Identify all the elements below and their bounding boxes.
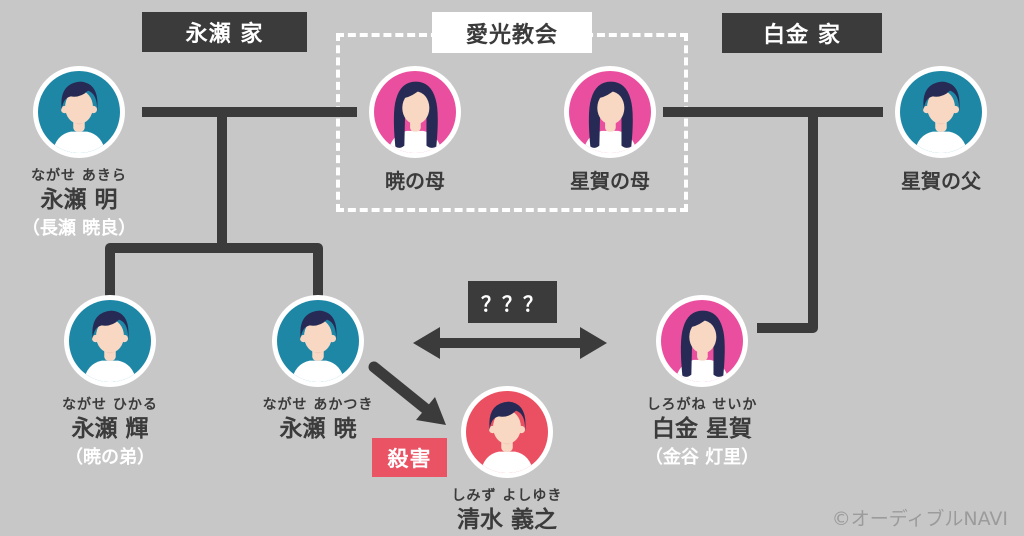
mutual-arrow-left-head-icon <box>413 327 440 359</box>
person-alias: （金谷 灯里） <box>644 447 760 469</box>
nagase-family-header: 永瀬 家 <box>142 12 307 52</box>
murder-label: 殺害 <box>387 446 432 471</box>
female-avatar-icon <box>564 66 656 158</box>
person-name: 永瀬 輝 <box>71 415 149 442</box>
male-avatar-icon <box>895 66 987 158</box>
male-avatar-icon <box>33 66 125 158</box>
person-alias: （暁の弟） <box>65 447 155 469</box>
female-avatar-icon <box>369 66 461 158</box>
person-name: 永瀬 暁 <box>279 415 357 442</box>
murder-arrow-shaft <box>368 361 432 415</box>
shirogane-family-header: 白金 家 <box>722 13 882 53</box>
person-akatsuki-mother: 暁の母 <box>305 66 525 193</box>
murder-arrow-head-icon <box>416 397 446 425</box>
person-furigana: ながせ あかつき <box>262 397 374 413</box>
murder-box: 殺害 <box>372 438 447 477</box>
person-name: 清水 義之 <box>456 506 557 533</box>
person-nagase-akira: ながせ あきら 永瀬 明 （長瀬 暁良） <box>0 66 189 241</box>
person-furigana: ながせ ひかる <box>62 397 158 413</box>
unknown-relation-box: ？？？ <box>468 281 557 323</box>
person-nagase-akatsuki: ながせ あかつき 永瀬 暁 <box>208 295 428 443</box>
person-seika-mother: 星賀の母 <box>500 66 720 193</box>
person-shimizu-yoshiyuki: しみず よしゆき 清水 義之 <box>397 386 617 534</box>
person-name: 星賀の父 <box>901 169 981 193</box>
nagase-family-label: 永瀬 家 <box>185 22 264 47</box>
watermark-credit: ©オーディブルNAVI <box>831 508 1008 530</box>
person-name: 永瀬 明 <box>40 186 118 213</box>
person-nagase-hikaru: ながせ ひかる 永瀬 輝 （暁の弟） <box>0 295 220 470</box>
unknown-relation-label: ？？？ <box>481 291 544 316</box>
person-seika-father: 星賀の父 <box>831 66 1024 193</box>
person-furigana: しみず よしゆき <box>451 488 563 504</box>
male-avatar-icon <box>461 386 553 478</box>
aiko-church-label: 愛光教会 <box>465 22 558 48</box>
person-shirogane-seika: しろがね せいか 白金 星賀 （金谷 灯里） <box>592 295 812 470</box>
mutual-arrow-right-head-icon <box>580 327 607 359</box>
aiko-church-header: 愛光教会 <box>432 12 592 53</box>
person-furigana: しろがね せいか <box>646 397 758 413</box>
male-avatar-icon <box>64 295 156 387</box>
male-avatar-icon <box>272 295 364 387</box>
person-name: 星賀の母 <box>570 169 650 193</box>
person-name: 暁の母 <box>385 169 445 193</box>
person-name: 白金 星賀 <box>651 415 752 442</box>
person-alias: （長瀬 暁良） <box>21 218 137 240</box>
child-line-shirogane <box>757 112 818 333</box>
shirogane-family-label: 白金 家 <box>763 23 841 48</box>
children-branch-nagase <box>105 243 323 296</box>
person-furigana: ながせ あきら <box>31 168 127 184</box>
female-avatar-icon <box>656 295 748 387</box>
